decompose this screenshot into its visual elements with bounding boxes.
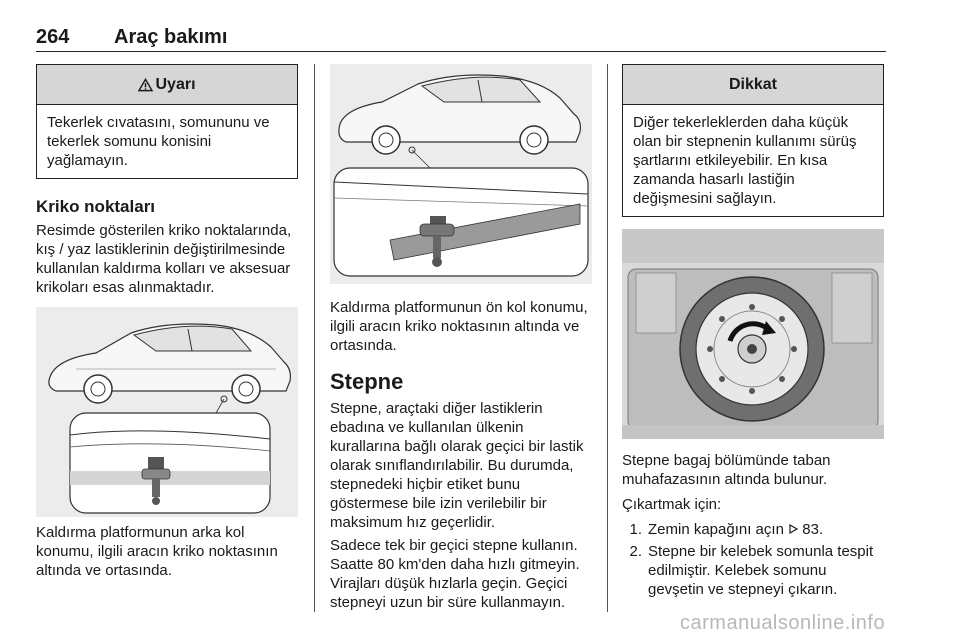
warning-triangle-icon: [138, 77, 154, 91]
warning-text: Tekerlek cıvatasını, somununu ve tekerle…: [47, 114, 270, 169]
watermark: carmanualsonline.info: [680, 612, 886, 634]
spare-wheel-trunk-illustration: [622, 229, 884, 439]
front-lift-point-illustration: [330, 64, 592, 284]
column-left: Uyarı Tekerlek cıvatasını, somununu ve t…: [36, 64, 298, 580]
column-divider: [607, 64, 608, 612]
column-middle: Kaldırma platformunun ön kol konumu, ilg…: [330, 64, 592, 612]
jack-points-heading: Kriko noktaları: [36, 197, 156, 216]
jack-points-intro: Resimde gösterilen kriko noktalarında, k…: [36, 222, 292, 296]
warning-box: Uyarı Tekerlek cıvatasını, somununu ve t…: [36, 64, 298, 179]
step-text: Zemin kapağını açın 83.: [648, 521, 824, 538]
removal-step-2: 2. Stepne bir kelebek somunla tespit edi…: [622, 542, 884, 599]
step-number: 2.: [629, 543, 642, 560]
spare-wheel-para-1: Stepne, araçtaki diğer lastiklerin ebadı…: [330, 400, 584, 531]
spare-wheel-para-2: Sadece tek bir geçici stepne kullanın. S…: [330, 537, 580, 611]
page-reference[interactable]: 83.: [802, 521, 824, 538]
page-reference-icon[interactable]: [788, 524, 799, 534]
spare-wheel-location: Stepne bagaj bölümünde taban muhafazasın…: [622, 452, 831, 488]
removal-steps: 1. Zemin kapağını açın 83. 2. Stepne bir…: [622, 520, 884, 599]
step-text: Stepne bir kelebek somunla tespit edilmi…: [648, 543, 874, 598]
removal-howto: Çıkartmak için:: [622, 496, 722, 513]
column-right: Dikkat Diğer tekerleklerden daha küçük o…: [622, 64, 884, 599]
page-number: 264: [36, 26, 70, 48]
front-lift-caption: Kaldırma platformunun ön kol konumu, ilg…: [330, 299, 588, 354]
rear-lift-caption: Kaldırma platformunun arka kol konumu, i…: [36, 524, 278, 579]
removal-step-1: 1. Zemin kapağını açın 83.: [622, 520, 884, 539]
caution-box-title: Dikkat: [623, 65, 883, 105]
warning-title-text: Uyarı: [155, 75, 196, 93]
warning-box-title: Uyarı: [37, 65, 297, 105]
column-divider: [314, 64, 315, 612]
page-header: 264 Araç bakımı: [36, 22, 886, 52]
spare-wheel-heading: Stepne: [330, 369, 404, 394]
chapter-title: Araç bakımı: [114, 26, 228, 48]
step-number: 1.: [629, 521, 642, 538]
rear-lift-point-illustration: [36, 307, 298, 517]
caution-text: Diğer tekerleklerden daha küçük olan bir…: [633, 114, 857, 207]
caution-box: Dikkat Diğer tekerleklerden daha küçük o…: [622, 64, 884, 217]
